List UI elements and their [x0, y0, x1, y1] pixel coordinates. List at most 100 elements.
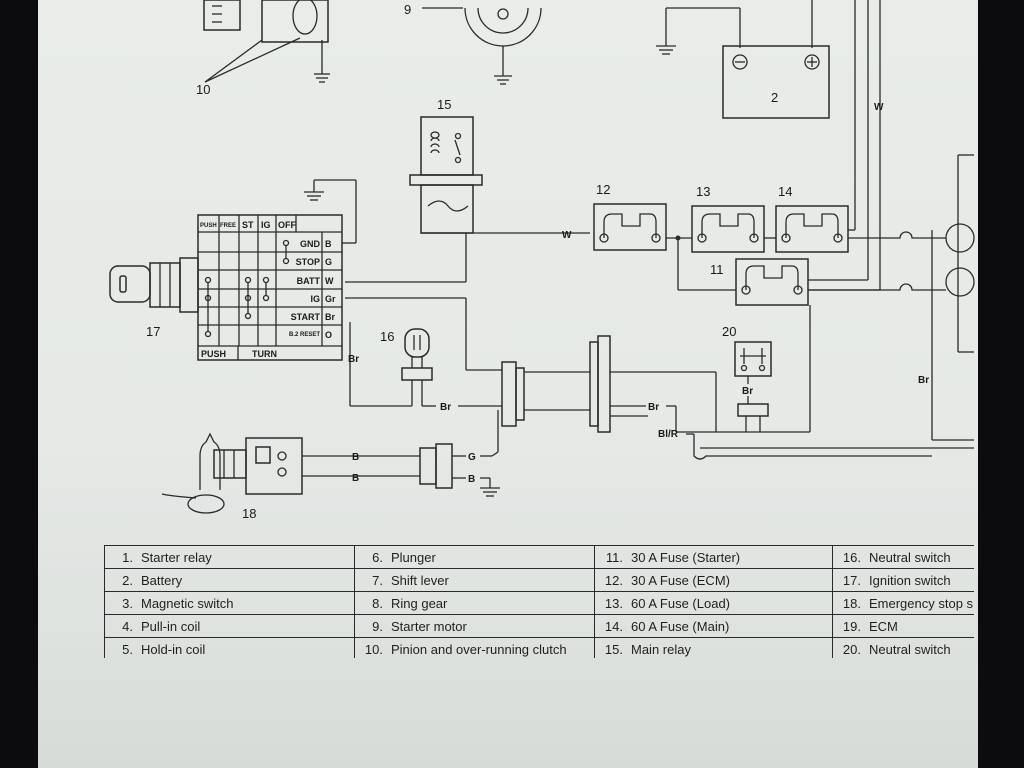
wire-label-w-fuse: W: [562, 230, 572, 241]
legend-cell: 13. 60 A Fuse (Load): [594, 591, 833, 615]
label-component-13: 13: [696, 184, 710, 199]
legend-row: 5. Hold-in coil 10. Pinion and over-running…: [104, 637, 974, 658]
legend-text: Shift lever: [391, 572, 449, 588]
fuse-block: 12 13 14 11: [593, 182, 849, 306]
legend-number: 14.: [604, 618, 623, 634]
legend-text: Plunger: [391, 549, 436, 565]
label-component-9: 9: [404, 2, 411, 17]
ig-color-g: G: [325, 257, 332, 267]
legend-cell: 7. Shift lever: [354, 568, 595, 592]
legend-cell: 16. Neutral switch: [832, 545, 974, 569]
legend-text: 30 A Fuse (Starter): [631, 549, 741, 565]
label-component-16: 16: [380, 329, 394, 344]
legend-cell: 8.Ring gear: [354, 591, 595, 615]
neutral-switch-16: 16 Br: [380, 328, 502, 413]
ig-pos-off: OFF: [278, 220, 296, 230]
legend-cell: 2. Battery: [104, 568, 355, 592]
legend-number: 4.: [122, 618, 133, 634]
label-component-11: 11: [710, 262, 724, 277]
legend-text: Emergency stop s: [869, 595, 974, 611]
legend-cell: 18. Emergency stop s: [832, 591, 974, 615]
ig-term-reset: B.2 RESET: [289, 332, 320, 338]
legend-row: 4. Pull-in coil 9.Starter motor 14. 60 A Fus…: [104, 614, 974, 638]
legend-cell: 20.Neutral switch: [832, 637, 974, 658]
label-component-20: 20: [722, 324, 736, 339]
legend-text: 30 A Fuse (ECM): [631, 572, 730, 588]
legend-number: 18.: [842, 595, 861, 611]
ig-term-batt: BATT: [297, 276, 321, 286]
ecm-connector: Br: [808, 154, 975, 441]
legend-number: 1.: [122, 549, 133, 565]
legend-number: 5.: [122, 641, 133, 657]
emergency-stop-switch: 18 B B G B: [161, 432, 500, 521]
legend-number: 13.: [604, 595, 623, 611]
ig-pos-ig: IG: [261, 220, 271, 230]
legend-number: 15.: [604, 641, 623, 657]
legend-cell: 14. 60 A Fuse (Main): [594, 614, 833, 638]
label-component-18: 18: [242, 506, 256, 521]
ig-color-b: B: [325, 239, 332, 249]
legend-cell: 10. Pinion and over-running clutch: [354, 637, 595, 658]
label-component-2: 2: [771, 90, 778, 105]
legend-cell: 3.Magnetic switch: [104, 591, 355, 615]
ig-pos-st: ST: [242, 220, 254, 230]
label-component-17: 17: [146, 324, 160, 339]
wire-label-g: G: [468, 452, 476, 463]
ig-term-ig: IG: [310, 294, 320, 304]
wire-label-br-switch: Br: [348, 354, 359, 365]
legend-cell: 4. Pull-in coil: [104, 614, 355, 638]
label-component-14: 14: [778, 184, 792, 199]
ig-term-start: START: [291, 312, 321, 322]
legend-number: 2.: [122, 572, 133, 588]
legend-cell: 11. 30 A Fuse (Starter): [594, 545, 833, 569]
legend-number: 6.: [372, 549, 383, 565]
legend-text: Pinion and over-running clutch: [391, 641, 567, 657]
ig-term-stop: STOP: [296, 257, 320, 267]
wire-label-w-top: W: [874, 102, 884, 113]
starter-motor: 9: [404, 2, 542, 85]
legend-number: 16.: [842, 549, 861, 565]
legend-number: 20.: [842, 641, 861, 657]
legend-number: 11.: [605, 549, 623, 565]
wire-label-b3: B: [468, 474, 475, 485]
legend-text: ECM: [869, 618, 898, 634]
legend-text: Battery: [141, 572, 183, 588]
legend-number: 12.: [604, 572, 623, 588]
legend-number: 9.: [372, 618, 383, 634]
legend-text: Neutral switch: [869, 549, 951, 565]
pinion-clutch-part: 10: [196, 0, 330, 97]
ig-color-o: O: [325, 330, 332, 340]
legend-text: Ignition switch: [869, 572, 951, 588]
ig-pos-push: PUSH: [200, 223, 217, 229]
legend-text: Hold-in coil: [141, 641, 206, 657]
ig-pos-free: FREE: [220, 223, 236, 229]
wire-label-b2: B: [352, 473, 359, 484]
legend-row: 2. Battery 7. Shift lever 12. 30 A Fuse (ECM)…: [104, 568, 974, 592]
legend-cell: 15.Main relay: [594, 637, 833, 658]
legend-number: 8.: [372, 595, 383, 611]
label-component-10: 10: [196, 82, 210, 97]
legend-text: 60 A Fuse (Load): [631, 595, 731, 611]
legend-number: 7.: [372, 572, 383, 588]
ig-color-gr: Gr: [325, 294, 336, 304]
wire-label-b1: B: [352, 452, 359, 463]
main-relay: 15 W: [345, 97, 590, 283]
legend-cell: 9.Starter motor: [354, 614, 595, 638]
ignition-switch: PUSH FREE ST IG OFF GND STOP BATT IG STA…: [109, 179, 502, 407]
legend-cell: 19.ECM: [832, 614, 974, 638]
battery: 2: [656, 0, 830, 119]
ig-term-gnd: GND: [300, 239, 321, 249]
legend-cell: 6. Plunger: [354, 545, 595, 569]
legend-text: Pull-in coil: [141, 618, 201, 634]
label-component-12: 12: [596, 182, 610, 197]
legend-text: 60 A Fuse (Main): [631, 618, 730, 634]
ig-color-w: W: [325, 276, 334, 286]
label-component-15: 15: [437, 97, 451, 112]
legend-number: 10.: [364, 641, 383, 657]
wire-label-blr: Bl/R: [658, 429, 679, 440]
ig-footer-turn: TURN: [252, 349, 277, 359]
